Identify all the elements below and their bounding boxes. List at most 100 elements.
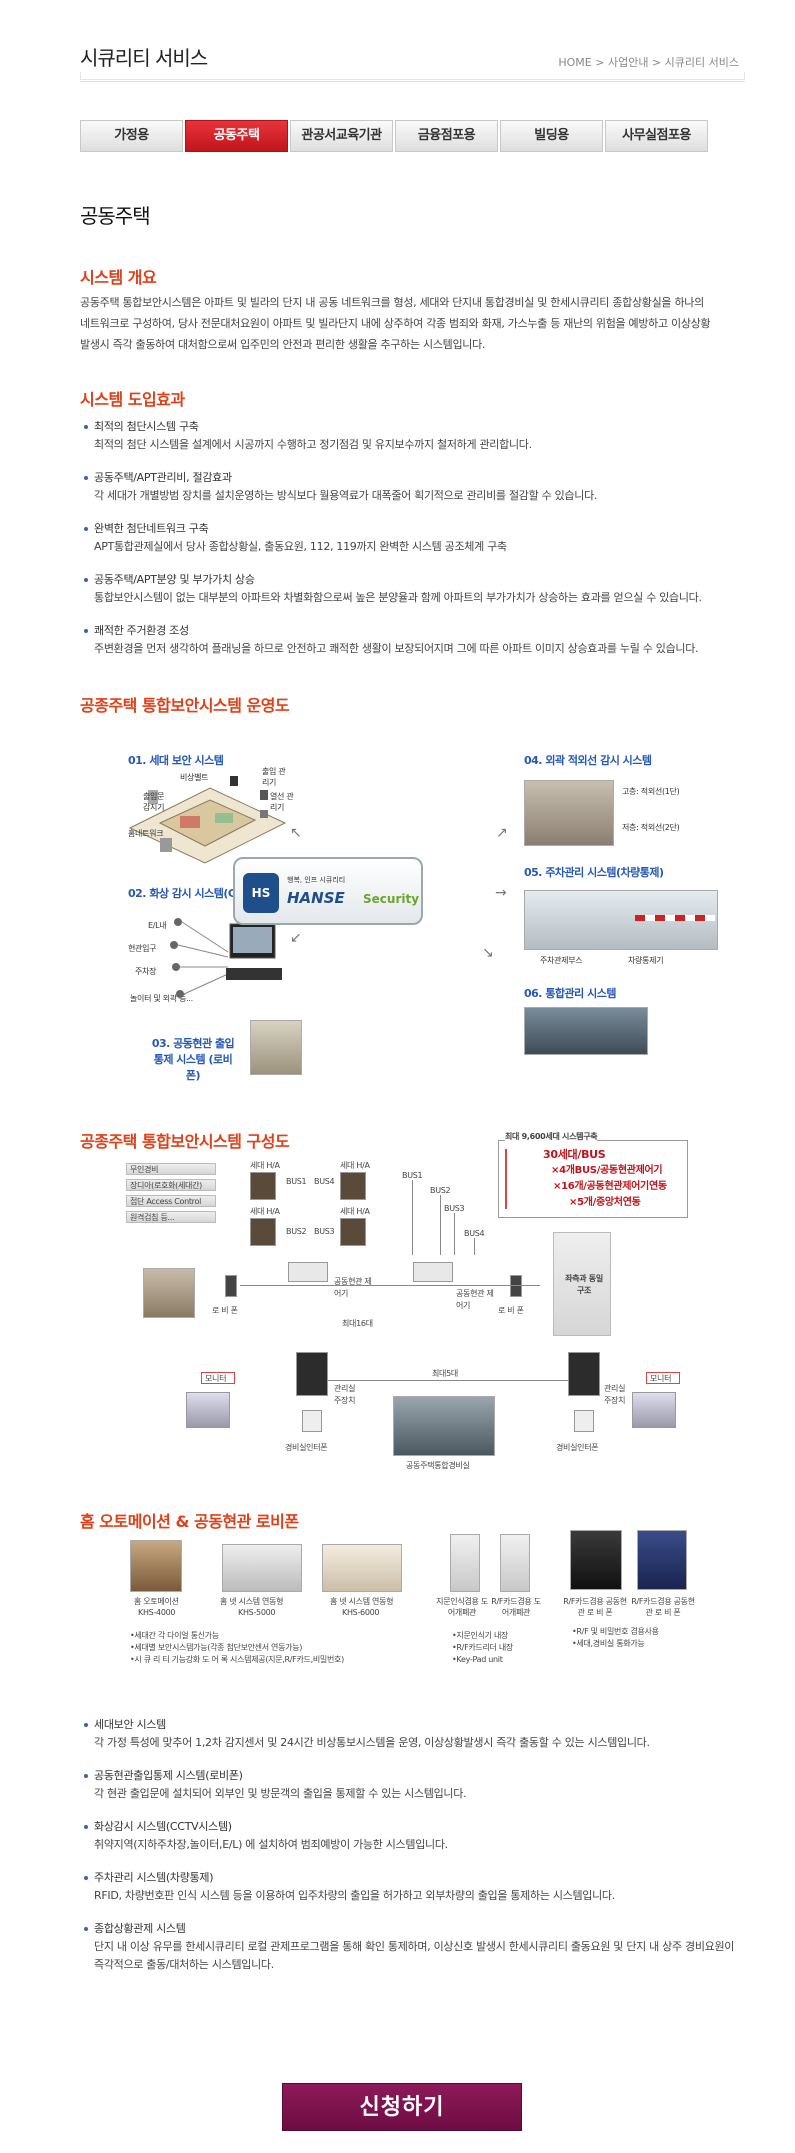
overview-line: 공동주택 통합보안시스템은 아파트 및 빌라의 단지 내 공동 네트워크를 형성…: [80, 296, 704, 309]
breadcrumb-home[interactable]: HOME: [558, 56, 592, 69]
bus-line: [454, 1213, 455, 1255]
header-rule: [80, 72, 745, 80]
label-playground: 놀이터 및 외곽 등...: [130, 994, 193, 1003]
tab-home[interactable]: 가정용: [80, 120, 183, 152]
household-unit: [340, 1172, 366, 1200]
entrance-controller: [288, 1262, 328, 1282]
system-item: 화상감시 시스템(CCTV시스템)취약지역(지하주차장,놀이터,E/L) 에 설…: [84, 1818, 749, 1854]
legend-item: 무인경비: [126, 1163, 216, 1175]
same-structure-label: 좌측과 동일 구조: [565, 1274, 603, 1295]
system-item: 공동현관출입통제 시스템(로비폰)각 현관 출입문에 설치되어 외부인 및 방문…: [84, 1767, 749, 1803]
bus-label: BUS3: [314, 1227, 335, 1236]
monitor-icon: [186, 1392, 230, 1428]
network-line: [240, 1285, 540, 1286]
product-khs4000: [130, 1540, 182, 1592]
notes-right: •R/F 및 비밀번호 겸용사용 •세대,경비실 통화가능: [572, 1626, 659, 1650]
notes-mid: •지문인식기 내장 •R/F카드리더 내장 •Key-Pad unit: [452, 1630, 513, 1666]
monitor-icon: [632, 1392, 676, 1428]
bus-line: [412, 1180, 413, 1255]
tab-apartment[interactable]: 공동주택: [185, 120, 288, 152]
legend-item: 원격검침 등...: [126, 1211, 216, 1223]
product-model: KHS-4000: [138, 1608, 176, 1617]
overview-line: 네트워크로 구성하여, 당사 전문대처요원이 아파트 및 빌라단지 내에 상주하…: [80, 317, 711, 330]
product-khs5000: [222, 1544, 302, 1592]
label-low-floor: 저층: 적외선(2단): [622, 823, 680, 832]
legend-text: 원격검침 등...: [130, 1213, 175, 1222]
product-fingerprint-door: [450, 1534, 480, 1592]
guard-label: 경비실인터폰: [556, 1443, 599, 1452]
tab-public-education[interactable]: 관공서교육기관: [290, 120, 393, 152]
arrow-icon: ↗: [496, 825, 508, 841]
logo-tagline: 행복, 인프 시큐리티: [287, 876, 346, 884]
label-parking-booth: 주차관제부스: [540, 956, 583, 965]
lobby-phone: [510, 1275, 522, 1297]
bus-label: BUS4: [464, 1229, 485, 1238]
parking-photo: [524, 890, 718, 950]
capacity-line: ×4개BUS/공동현관제어기: [551, 1165, 663, 1176]
tab-office-store[interactable]: 사무실점포용: [605, 120, 708, 152]
same-structure-block: 좌측과 동일 구조: [553, 1232, 611, 1336]
logo-sub: Security: [363, 892, 420, 906]
monitor-tag: 모니터: [201, 1372, 235, 1384]
legend-text: 접단 Access Control: [130, 1197, 202, 1206]
effect-title: 쾌적한 주거환경 조성: [84, 622, 749, 640]
legend-text: 무인경비: [130, 1165, 159, 1174]
household-unit: [340, 1218, 366, 1246]
max-capacity-box: 최대 9,600세대 시스템구축 30세대/BUS ×4개BUS/공동현관제어기…: [498, 1131, 688, 1218]
breadcrumb: HOME > 사업안내 > 시큐리티 서비스: [558, 54, 739, 70]
manager-main-unit: [568, 1352, 600, 1396]
label-emergency-belt: 비상벨트: [180, 773, 209, 782]
system-desc: 즉각적으로 출동/대처하는 시스템입니다.: [94, 1958, 274, 1971]
op-label-parking: 05. 주차관리 시스템(차량통제): [524, 866, 664, 879]
capacity-line: ×5개/중앙처연동: [569, 1197, 641, 1208]
tab-building[interactable]: 빌딩용: [500, 120, 603, 152]
tab-finance[interactable]: 금융점포용: [395, 120, 498, 152]
page-header: 시큐리티 서비스 HOME > 사업안내 > 시큐리티 서비스: [80, 42, 745, 82]
op-label-lobby: 03. 공동현관 출입통제 시스템 (로비폰): [151, 1037, 235, 1082]
breadcrumb-business[interactable]: 사업안내: [607, 56, 649, 69]
guard-interphone: [574, 1410, 594, 1432]
household-floorplan-illustration: [128, 776, 287, 864]
product-model: KHS-6000: [342, 1608, 380, 1617]
hanse-mark-icon: HS: [243, 873, 279, 913]
system-item: 주차관리 시스템(차량통제)RFID, 차량번호판 인식 시스템 등을 이용하여…: [84, 1869, 749, 1905]
homeauto-heading: 홈 오토메이션 & 공동현관 로비폰: [80, 1512, 299, 1531]
operation-heading: 공종주택 통합보안시스템 운영도: [80, 696, 290, 715]
note-line: •세대,경비실 통화가능: [572, 1639, 645, 1648]
logo-name: HANSE: [287, 889, 345, 907]
product-name: R/F카드겸용 공동현관 로 비 폰: [563, 1597, 627, 1617]
overview-heading: 시스템 개요: [80, 268, 157, 287]
hanse-security-logo: HS 행복, 인프 시큐리티 HANSE Security: [233, 857, 423, 925]
max5-label: 최대5대: [432, 1369, 458, 1378]
bus-line: [440, 1195, 441, 1255]
controller-label: 공동현관 제어기: [334, 1277, 372, 1298]
product-rfcard-lobby-1: [570, 1530, 622, 1590]
label-door-sensor: 출입문 감지기: [143, 792, 165, 812]
product-name: R/F카드겸용 도어개폐관: [491, 1597, 541, 1617]
manager-label: 관리실 주장치: [604, 1384, 626, 1405]
apply-button[interactable]: 신청하기: [282, 2083, 522, 2131]
bus-label: BUS1: [402, 1171, 423, 1180]
bus-label: BUS1: [286, 1177, 307, 1186]
legend-item: 접단 Access Control: [126, 1195, 216, 1207]
section-title: 시큐리티 서비스: [80, 46, 208, 70]
monitor-tag: 모니터: [646, 1372, 680, 1384]
overview-text: 공동주택 통합보안시스템은 아파트 및 빌라의 단지 내 공동 네트워크를 형성…: [80, 292, 745, 355]
system-title: 주차관리 시스템(차량통제): [84, 1869, 749, 1887]
product-model: KHS-5000: [238, 1608, 276, 1617]
lobby-photo: [250, 1020, 302, 1075]
note-line: •R/F카드리더 내장: [452, 1643, 513, 1652]
bus-label: BUS4: [314, 1177, 335, 1186]
bus-label: BUS2: [286, 1227, 307, 1236]
effect-desc: 각 세대가 개별방범 장치를 설치운영하는 방식보다 월용역료가 대폭줄어 획기…: [94, 489, 598, 502]
infrared-photo: [524, 780, 614, 846]
household-unit: [250, 1172, 276, 1200]
manager-label: 관리실 주장치: [334, 1384, 356, 1405]
arrow-icon: ↘: [482, 945, 494, 961]
monitor-label: 모니터: [205, 1374, 227, 1383]
control-center-photo: [393, 1396, 495, 1456]
